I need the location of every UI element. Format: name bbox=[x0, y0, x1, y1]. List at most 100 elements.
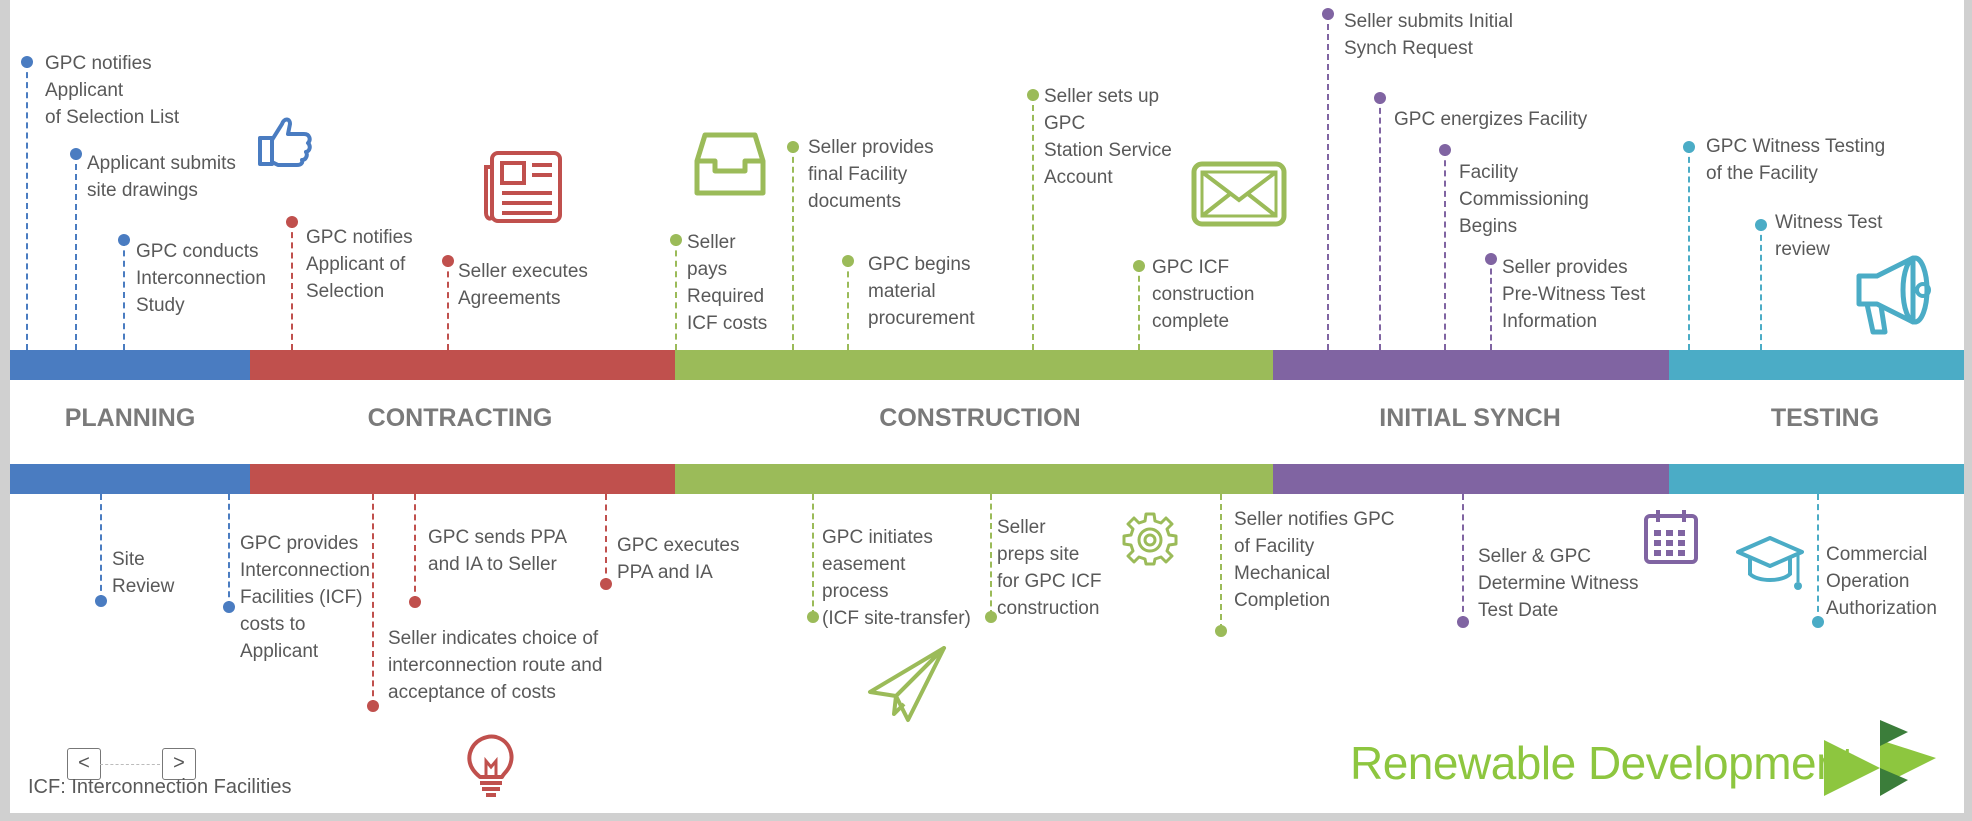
footnote: ICF: Interconnection Facilities bbox=[28, 776, 292, 798]
event-dot bbox=[442, 255, 454, 267]
event-stem bbox=[1817, 494, 1819, 622]
band-top-planning bbox=[10, 350, 250, 380]
envelope-icon bbox=[1191, 161, 1287, 227]
event-stem bbox=[1760, 225, 1762, 350]
event-dot bbox=[21, 56, 33, 68]
brand-logo-icon bbox=[1824, 720, 1936, 796]
frame-right bbox=[1964, 0, 1972, 821]
event-stem bbox=[1688, 147, 1690, 350]
phase-testing: TESTING bbox=[1770, 404, 1880, 432]
nav-divider bbox=[100, 764, 160, 765]
next-button[interactable]: > bbox=[162, 748, 196, 780]
event-dot bbox=[286, 216, 298, 228]
calendar-icon bbox=[1644, 510, 1698, 564]
event-dot bbox=[95, 595, 107, 607]
event-stem bbox=[26, 62, 28, 350]
event-dot bbox=[1439, 144, 1451, 156]
event-stem bbox=[990, 494, 992, 616]
event-dot bbox=[367, 700, 379, 712]
event-dot bbox=[1683, 141, 1695, 153]
event-stem bbox=[812, 494, 814, 616]
band-top-contracting bbox=[250, 350, 675, 380]
phase-initial-synch: INITIAL SYNCH bbox=[1379, 404, 1561, 432]
event-dot bbox=[1374, 92, 1386, 104]
event-dot bbox=[1027, 89, 1039, 101]
event-dot bbox=[118, 234, 130, 246]
paper-plane-icon bbox=[868, 646, 946, 722]
event-dot bbox=[1457, 616, 1469, 628]
band-top-construction bbox=[675, 350, 1273, 380]
event-stem bbox=[123, 240, 125, 350]
inbox-tray-icon bbox=[694, 132, 766, 196]
event-stem bbox=[291, 222, 293, 350]
band-bottom-construction bbox=[675, 464, 1273, 494]
event-stem bbox=[447, 261, 449, 350]
event-stem bbox=[1327, 14, 1329, 350]
event-dot bbox=[1133, 260, 1145, 272]
event-stem bbox=[1444, 150, 1446, 350]
event-dot bbox=[807, 611, 819, 623]
event-dot bbox=[600, 578, 612, 590]
event-stem bbox=[847, 261, 849, 350]
band-bottom-testing bbox=[1669, 464, 1964, 494]
event-stem bbox=[1032, 95, 1034, 350]
graduation-cap-icon bbox=[1736, 536, 1804, 590]
event-dot bbox=[670, 234, 682, 246]
event-dot bbox=[1215, 625, 1227, 637]
event-label: GPC energizes Facility bbox=[1394, 109, 1588, 130]
event-stem bbox=[414, 494, 416, 602]
event-stem bbox=[75, 154, 77, 350]
band-bottom-planning bbox=[10, 464, 250, 494]
frame-bottom bbox=[0, 813, 1972, 821]
event-stem bbox=[100, 494, 102, 601]
brand-wordmark: Renewable Development bbox=[1350, 737, 1854, 789]
event-stem bbox=[1379, 98, 1381, 350]
event-dot bbox=[985, 611, 997, 623]
event-stem bbox=[675, 240, 677, 350]
lightbulb-icon bbox=[467, 734, 514, 797]
event-dot bbox=[787, 141, 799, 153]
band-top-testing bbox=[1669, 350, 1964, 380]
event-dot bbox=[70, 148, 82, 160]
band-top-synch bbox=[1273, 350, 1669, 380]
event-dot bbox=[409, 596, 421, 608]
gear-icon bbox=[1122, 512, 1178, 566]
event-dot bbox=[842, 255, 854, 267]
event-stem bbox=[1220, 494, 1222, 630]
newspaper-icon bbox=[484, 151, 562, 223]
frame-left bbox=[0, 0, 10, 821]
band-bottom-synch bbox=[1273, 464, 1669, 494]
event-stem bbox=[1138, 266, 1140, 350]
megaphone-icon bbox=[1856, 255, 1931, 335]
event-stem bbox=[1490, 259, 1492, 350]
event-dot bbox=[223, 601, 235, 613]
event-stem bbox=[228, 494, 230, 607]
event-dot bbox=[1322, 8, 1334, 20]
event-stem bbox=[605, 494, 607, 584]
event-dot bbox=[1812, 616, 1824, 628]
thumbs-up-icon bbox=[258, 117, 312, 167]
event-stem bbox=[372, 494, 374, 706]
